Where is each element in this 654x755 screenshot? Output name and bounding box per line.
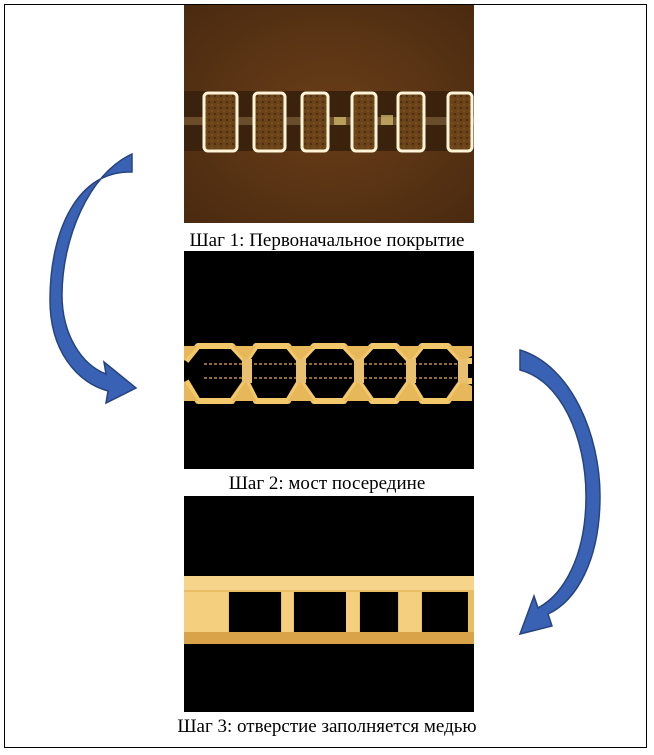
step2-image: [184, 251, 474, 469]
curved-arrow-right-icon: [518, 348, 601, 636]
step2-micrograph: [184, 251, 474, 469]
figure-frame: [4, 4, 647, 748]
step1-vias: [202, 91, 474, 153]
curved-arrow-left-icon: [49, 152, 138, 405]
step1-micrograph: [184, 5, 474, 223]
step1-caption: Шаг 1: Первоначальное покрытие: [189, 230, 465, 251]
step3-holes: [229, 592, 468, 632]
step2-pads: [184, 346, 472, 401]
step3-image: [184, 496, 474, 712]
step3-caption: Шаг 3: отверстие заполняется медью: [177, 716, 477, 737]
step3-micrograph: [184, 496, 474, 712]
step1-image: [184, 5, 474, 223]
step2-caption: Шаг 2: мост посередине: [228, 473, 426, 494]
